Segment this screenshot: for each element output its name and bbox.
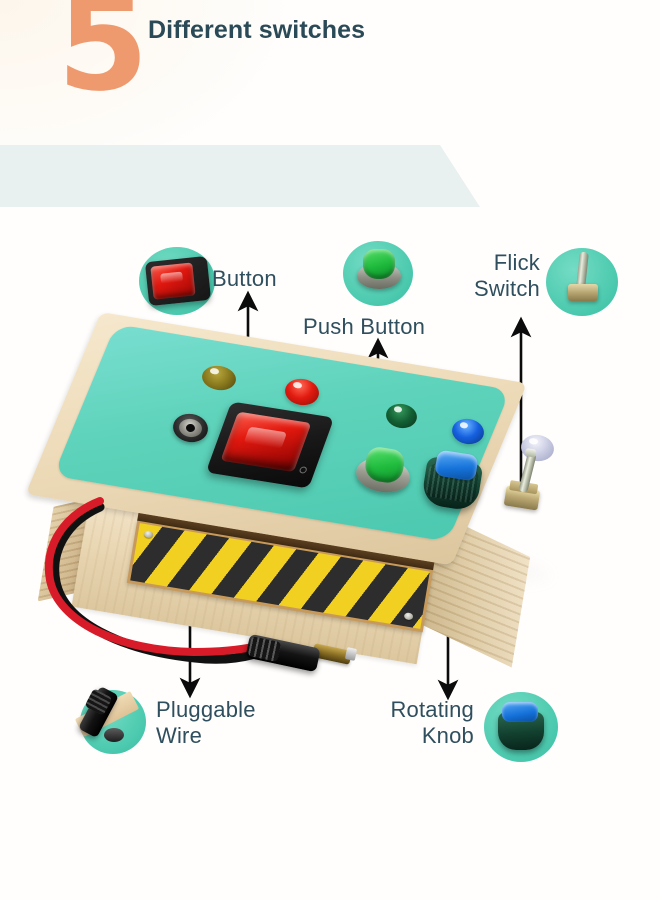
- toggle-switch-icon: [576, 251, 589, 289]
- rotating-knob-line2: Knob: [421, 723, 474, 748]
- led-white: [519, 432, 556, 464]
- header-number: 5: [57, 0, 149, 121]
- callout-label-flick-switch: Flick Switch: [450, 250, 540, 302]
- header: [0, 145, 480, 207]
- callout-label-button: Button: [212, 266, 277, 291]
- header-banner: [0, 145, 480, 207]
- push-button-thumbnail: [343, 241, 413, 306]
- pluggable-wire-line1: Pluggable: [156, 697, 256, 722]
- product-photo: [0, 300, 660, 720]
- button-thumbnail: [139, 247, 215, 315]
- callout-label-pluggable-wire: Pluggable Wire: [156, 697, 296, 749]
- rotating-knob-line1: Rotating: [390, 697, 474, 722]
- pluggable-wire-line2: Wire: [156, 723, 203, 748]
- rocker-switch-icon: [144, 255, 212, 307]
- callout-label-push-button: Push Button: [303, 314, 426, 339]
- flick-switch-thumbnail: [546, 248, 618, 316]
- callout-label-rotating-knob: Rotating Knob: [352, 697, 474, 749]
- toggle-switch[interactable]: [503, 447, 541, 511]
- pluggable-wire-thumbnail: [74, 685, 146, 754]
- rotating-knob-thumbnail: [484, 692, 558, 762]
- flick-switch-line2: Switch: [474, 276, 540, 301]
- page-title: Different switches: [148, 16, 366, 44]
- flick-switch-line1: Flick: [493, 250, 540, 275]
